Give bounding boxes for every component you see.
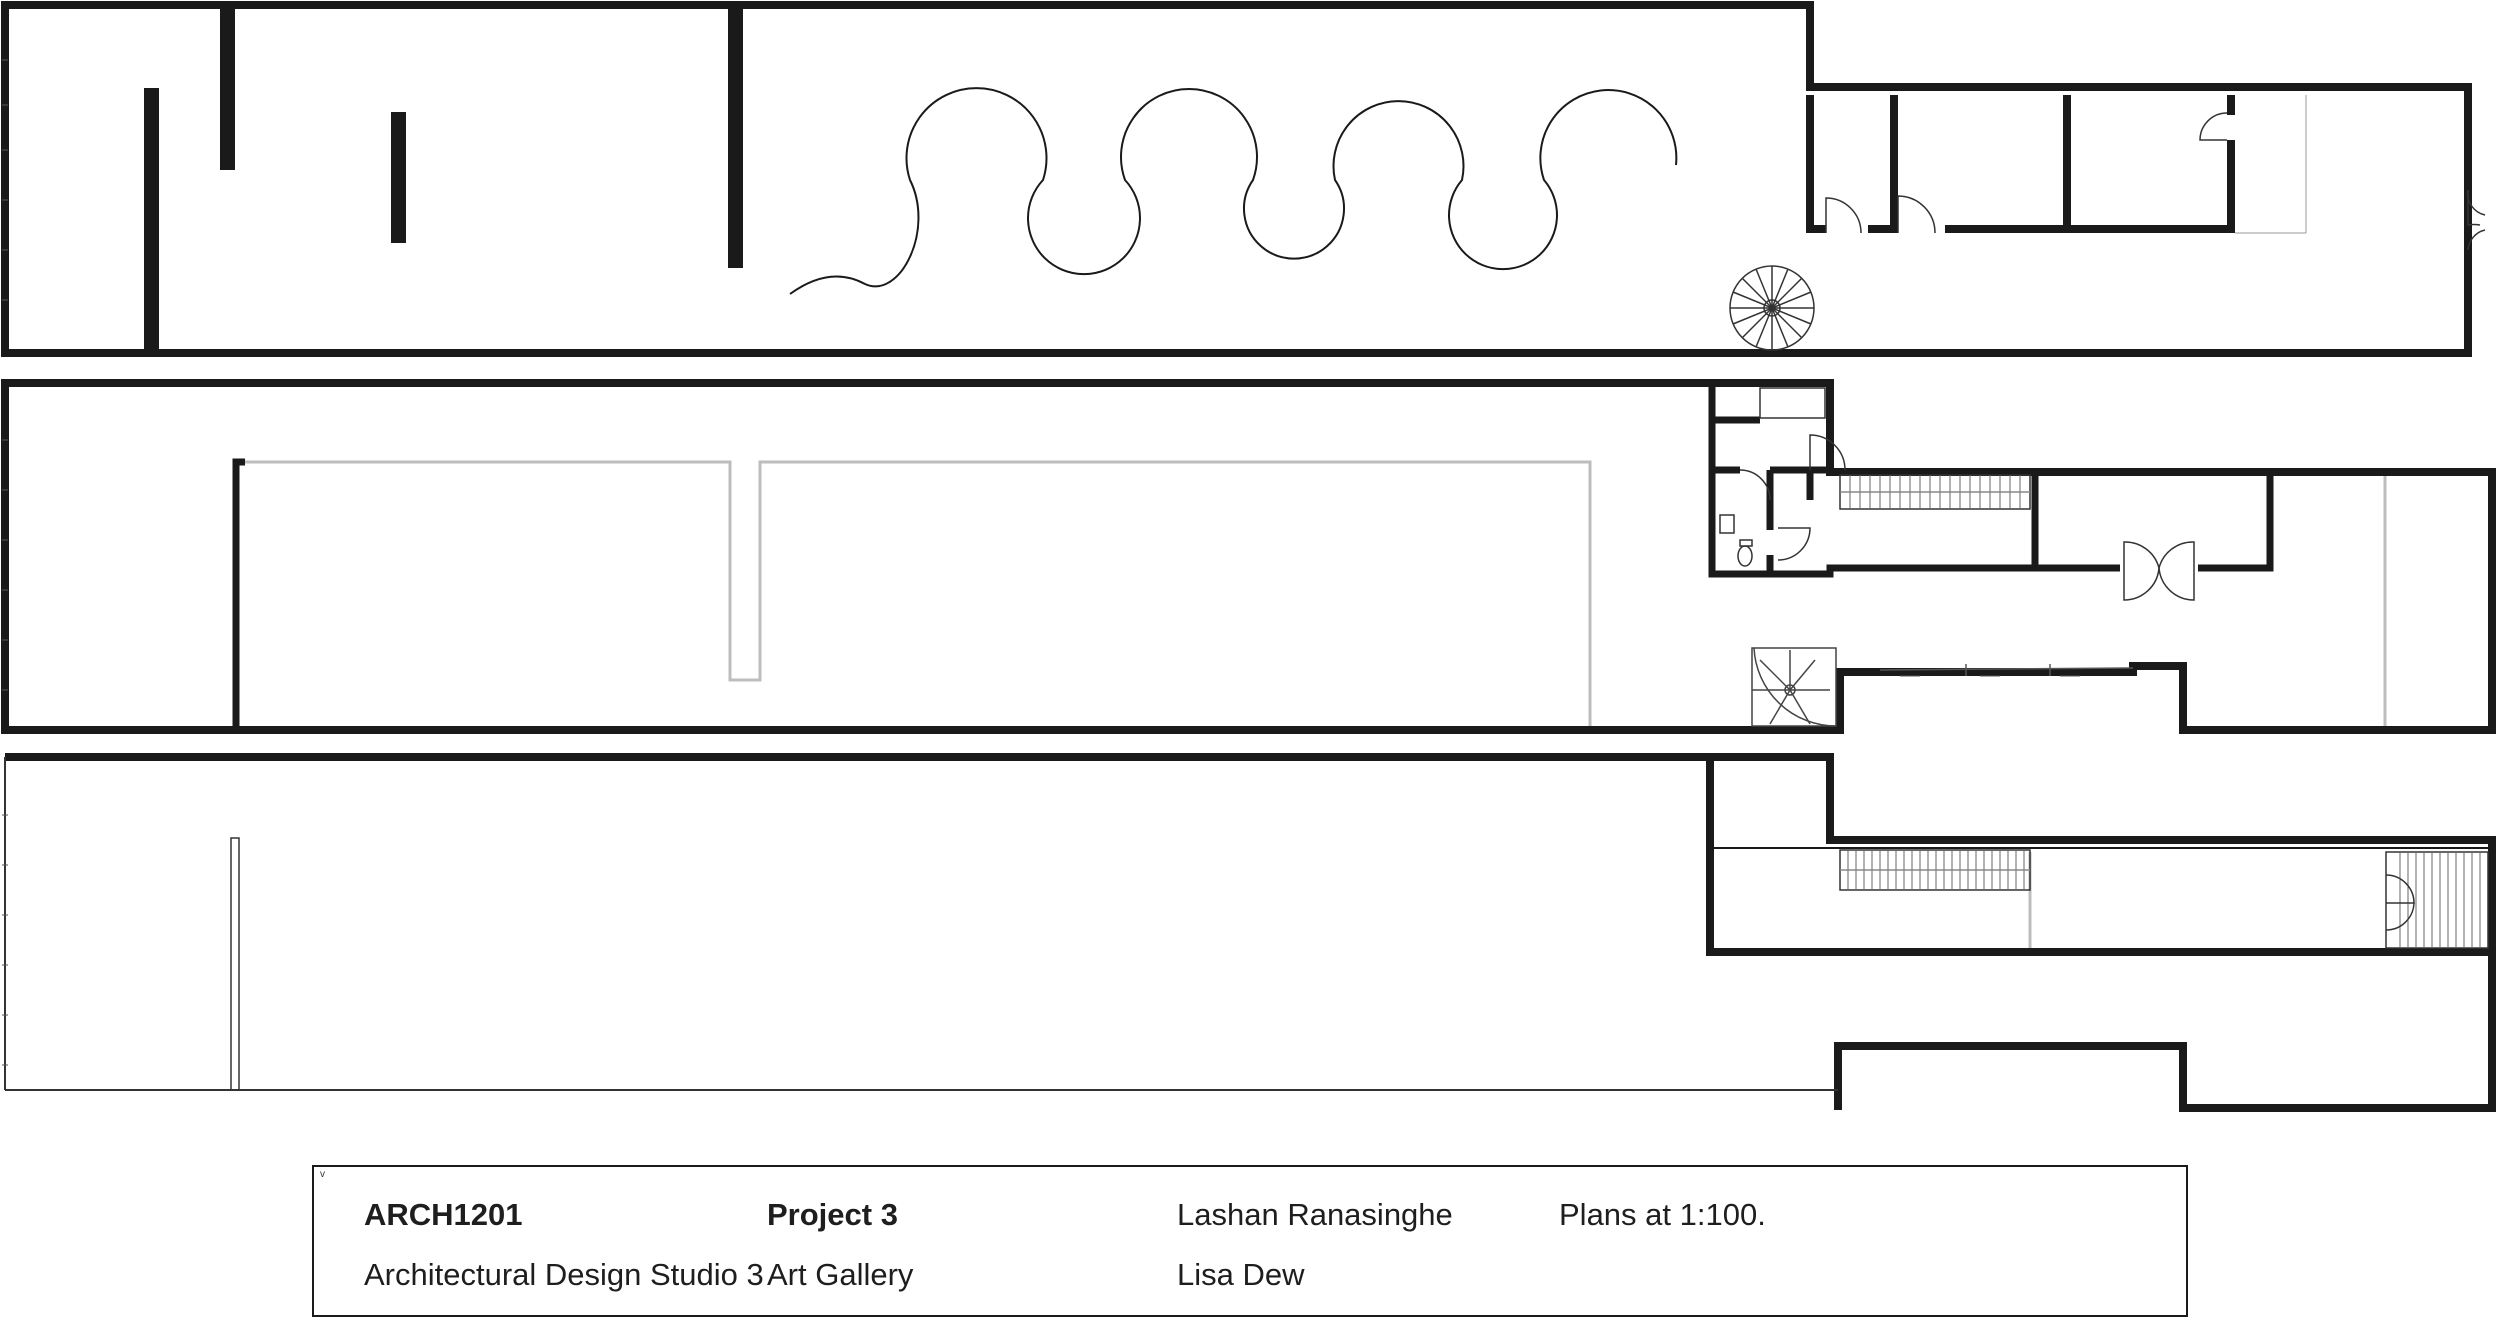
middle-gallery-partition (245, 460, 1592, 726)
middle-floor-plan (1, 379, 2496, 734)
upper-wall-panel-2 (220, 8, 235, 170)
project-name: Art Gallery (767, 1257, 914, 1292)
student-name: Lashan Ranasinghe (1177, 1197, 1453, 1232)
upper-wall-panel-3 (391, 112, 406, 243)
serpentine-wall (789, 87, 1678, 295)
lower-floor-plan (2, 753, 2496, 1112)
middle-glazing (1879, 664, 2134, 677)
project-number: Project 3 (767, 1197, 898, 1232)
middle-service-details (1719, 387, 2195, 601)
course-name: Architectural Design Studio 3 (364, 1257, 764, 1292)
middle-outer-wall (1, 379, 2496, 734)
upper-edge-ticks (2, 59, 8, 301)
scale-note: Plans at 1:100. (1559, 1197, 1766, 1232)
upper-wall-panel-4 (728, 8, 743, 268)
title-block: v ARCH1201 Architectural Design Studio 3… (312, 1165, 2188, 1317)
lower-stair (1839, 849, 2031, 891)
course-code: ARCH1201 (364, 1197, 523, 1232)
middle-gallery-wall (232, 458, 245, 726)
middle-spiral-stair (1751, 647, 1837, 727)
upper-wall-panel-1 (144, 88, 159, 350)
lower-entry-stair (2385, 851, 2489, 949)
upper-floor-plan (1, 1, 2486, 357)
upper-door-swings (1825, 95, 2486, 251)
tutor-name: Lisa Dew (1177, 1257, 1305, 1292)
upper-spiral-stair (1729, 265, 1815, 351)
middle-edge-ticks (2, 439, 8, 691)
lower-column (230, 837, 240, 1091)
upper-office-walls (1806, 95, 2235, 233)
middle-service-walls (1708, 383, 2274, 578)
upper-outer-wall (1, 1, 2472, 357)
lower-outer-wall (5, 753, 2496, 1112)
lower-inner-wall (1710, 753, 2496, 952)
lower-edge-ticks (2, 814, 8, 1066)
title-block-corner-mark: v (320, 1169, 325, 1180)
